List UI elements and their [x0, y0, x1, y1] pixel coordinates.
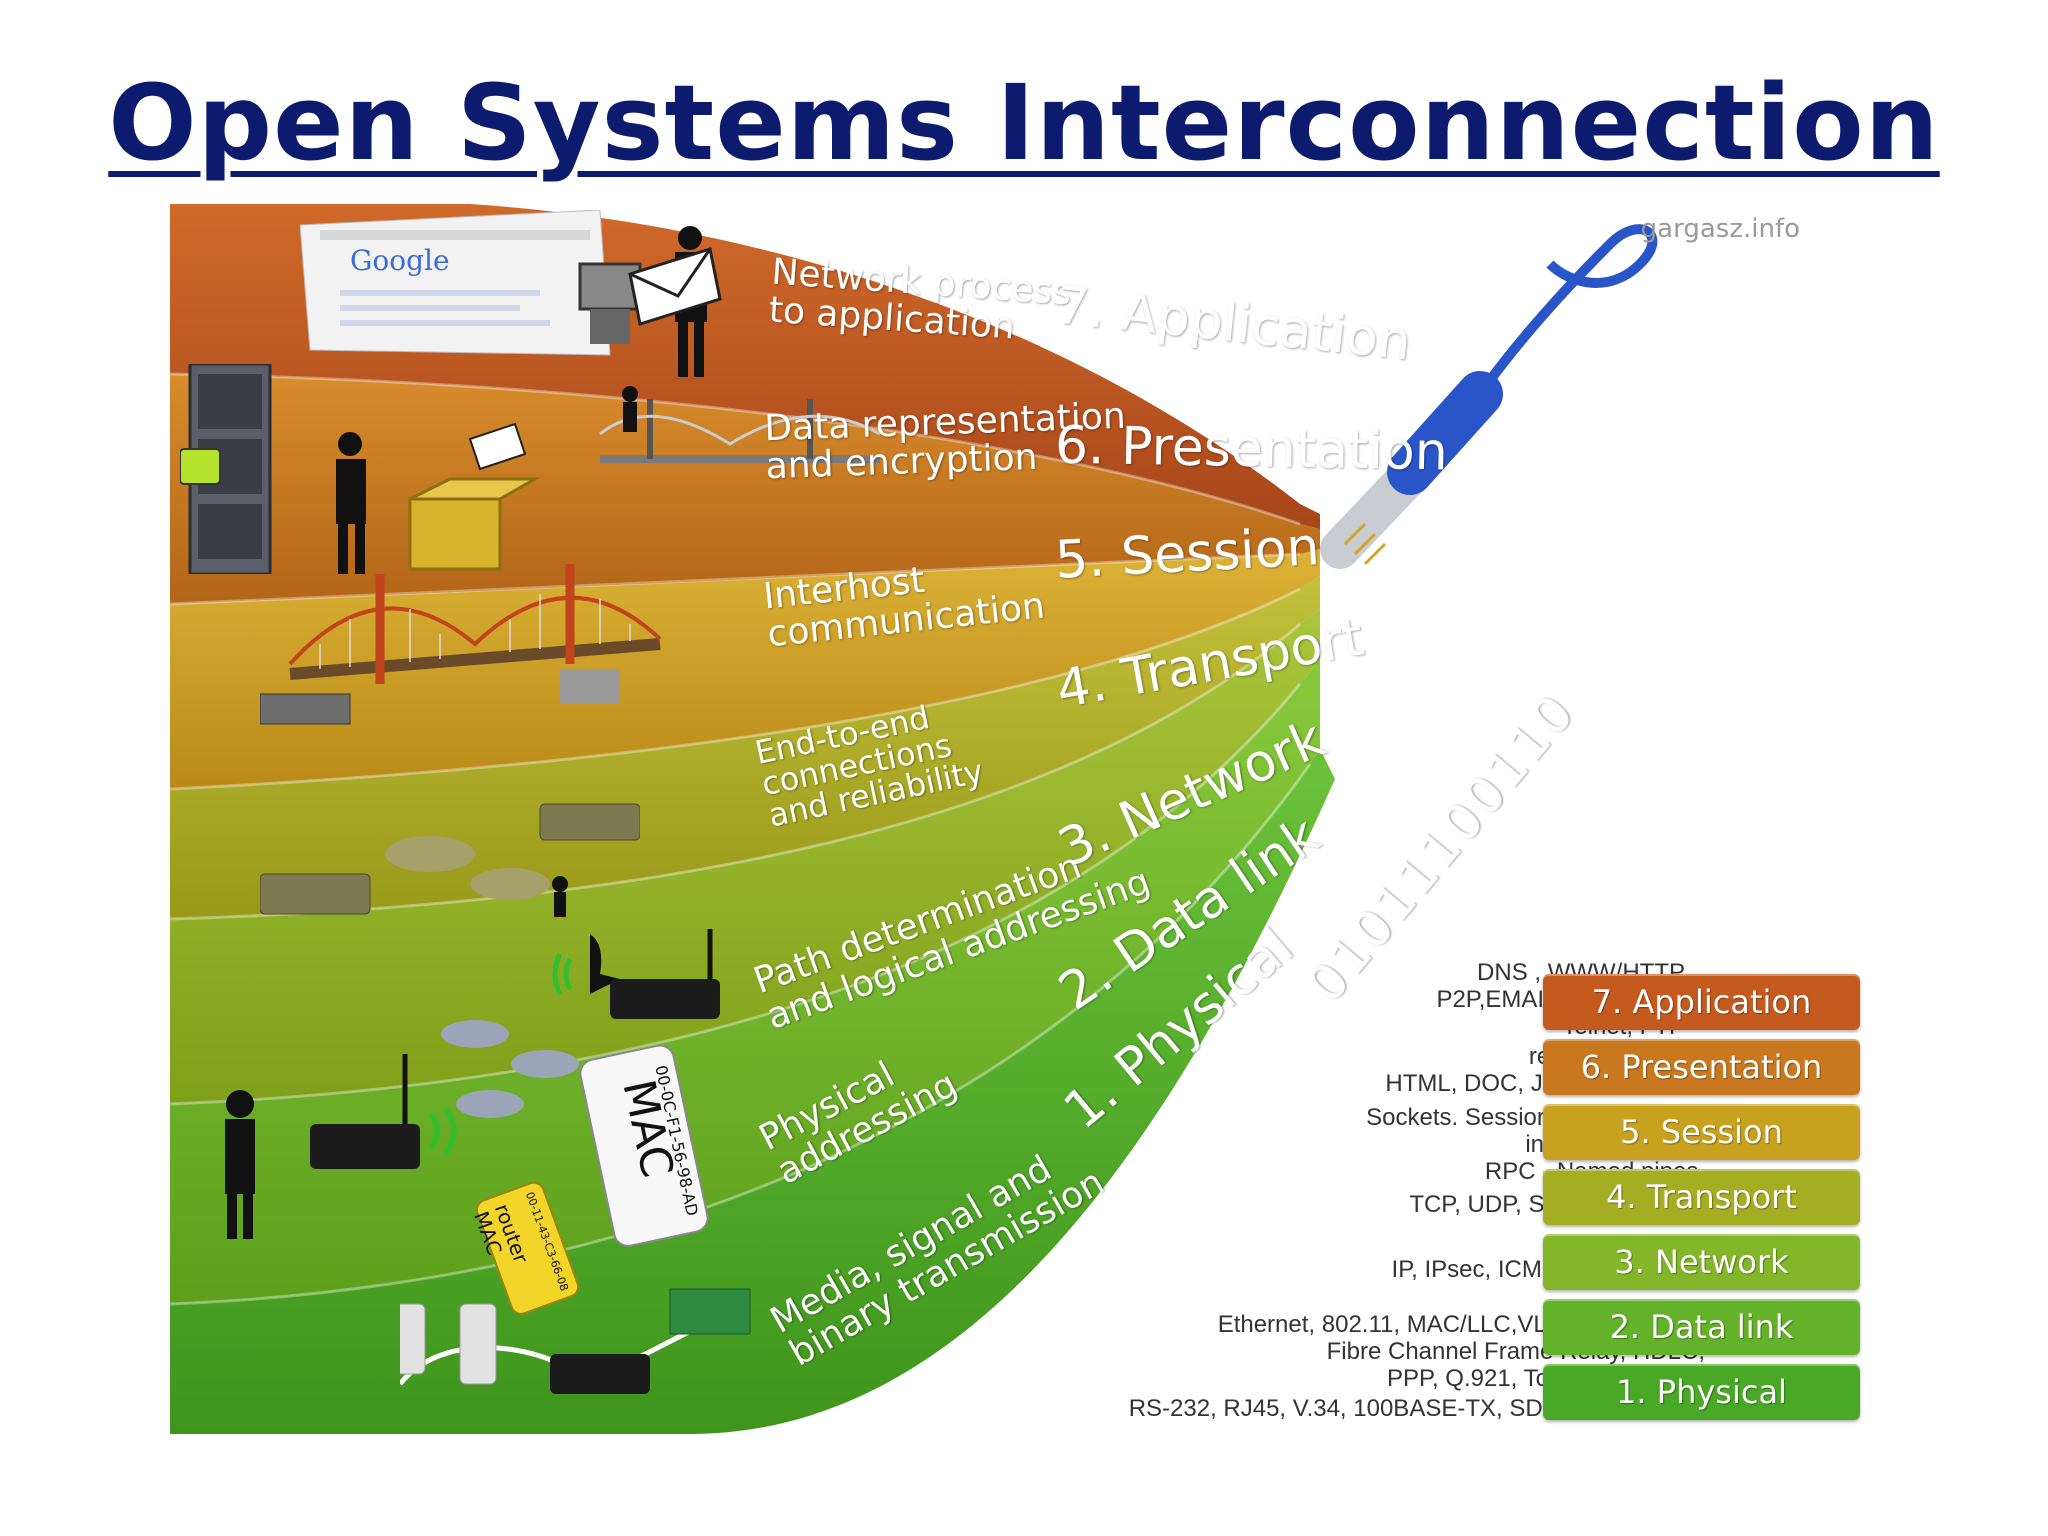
wifi-router-icon	[552, 929, 720, 1019]
guard-and-router-icon	[225, 1020, 579, 1239]
band-session	[170, 549, 1320, 789]
legend-item-session: 5. Session	[1543, 1104, 1860, 1160]
legend-item-network: 3. Network	[1543, 1234, 1860, 1290]
slide-title: Open Systems Interconnection	[108, 62, 1940, 184]
legend-item-transport: 4. Transport	[1543, 1169, 1860, 1225]
person-and-box-icon	[336, 422, 541, 574]
routers-icon	[260, 803, 640, 917]
small-bridge-icon	[599, 386, 881, 463]
band-network	[170, 609, 1320, 1104]
legend-item-application: 7. Application	[1543, 974, 1860, 1030]
network-cable-icon	[1320, 224, 1658, 569]
band-transport	[170, 576, 1320, 919]
filing-cabinet-icon	[180, 364, 272, 574]
suspension-bridge-icon	[260, 564, 662, 725]
band-6-title: 6. Presentation	[1054, 415, 1449, 483]
mac-tags-and-cables-icon: MAC 00-0C-F1-56-98-AD routerMAC 00-11-43…	[400, 1044, 751, 1394]
legend-item-data-link: 2. Data link	[1543, 1299, 1860, 1355]
person-with-envelope-icon	[578, 226, 722, 377]
osi-layer-illustration: Google	[170, 204, 1870, 1434]
credit-label: gargasz.info	[1640, 214, 1800, 244]
browser-window-illustration: Google	[300, 210, 611, 356]
legend-item-presentation: 6. Presentation	[1543, 1039, 1860, 1095]
band-data-link	[170, 659, 1320, 1304]
google-logo: Google	[350, 244, 450, 277]
legend-item-physical: 1. Physical	[1543, 1364, 1860, 1420]
band-physical	[170, 749, 1335, 1434]
